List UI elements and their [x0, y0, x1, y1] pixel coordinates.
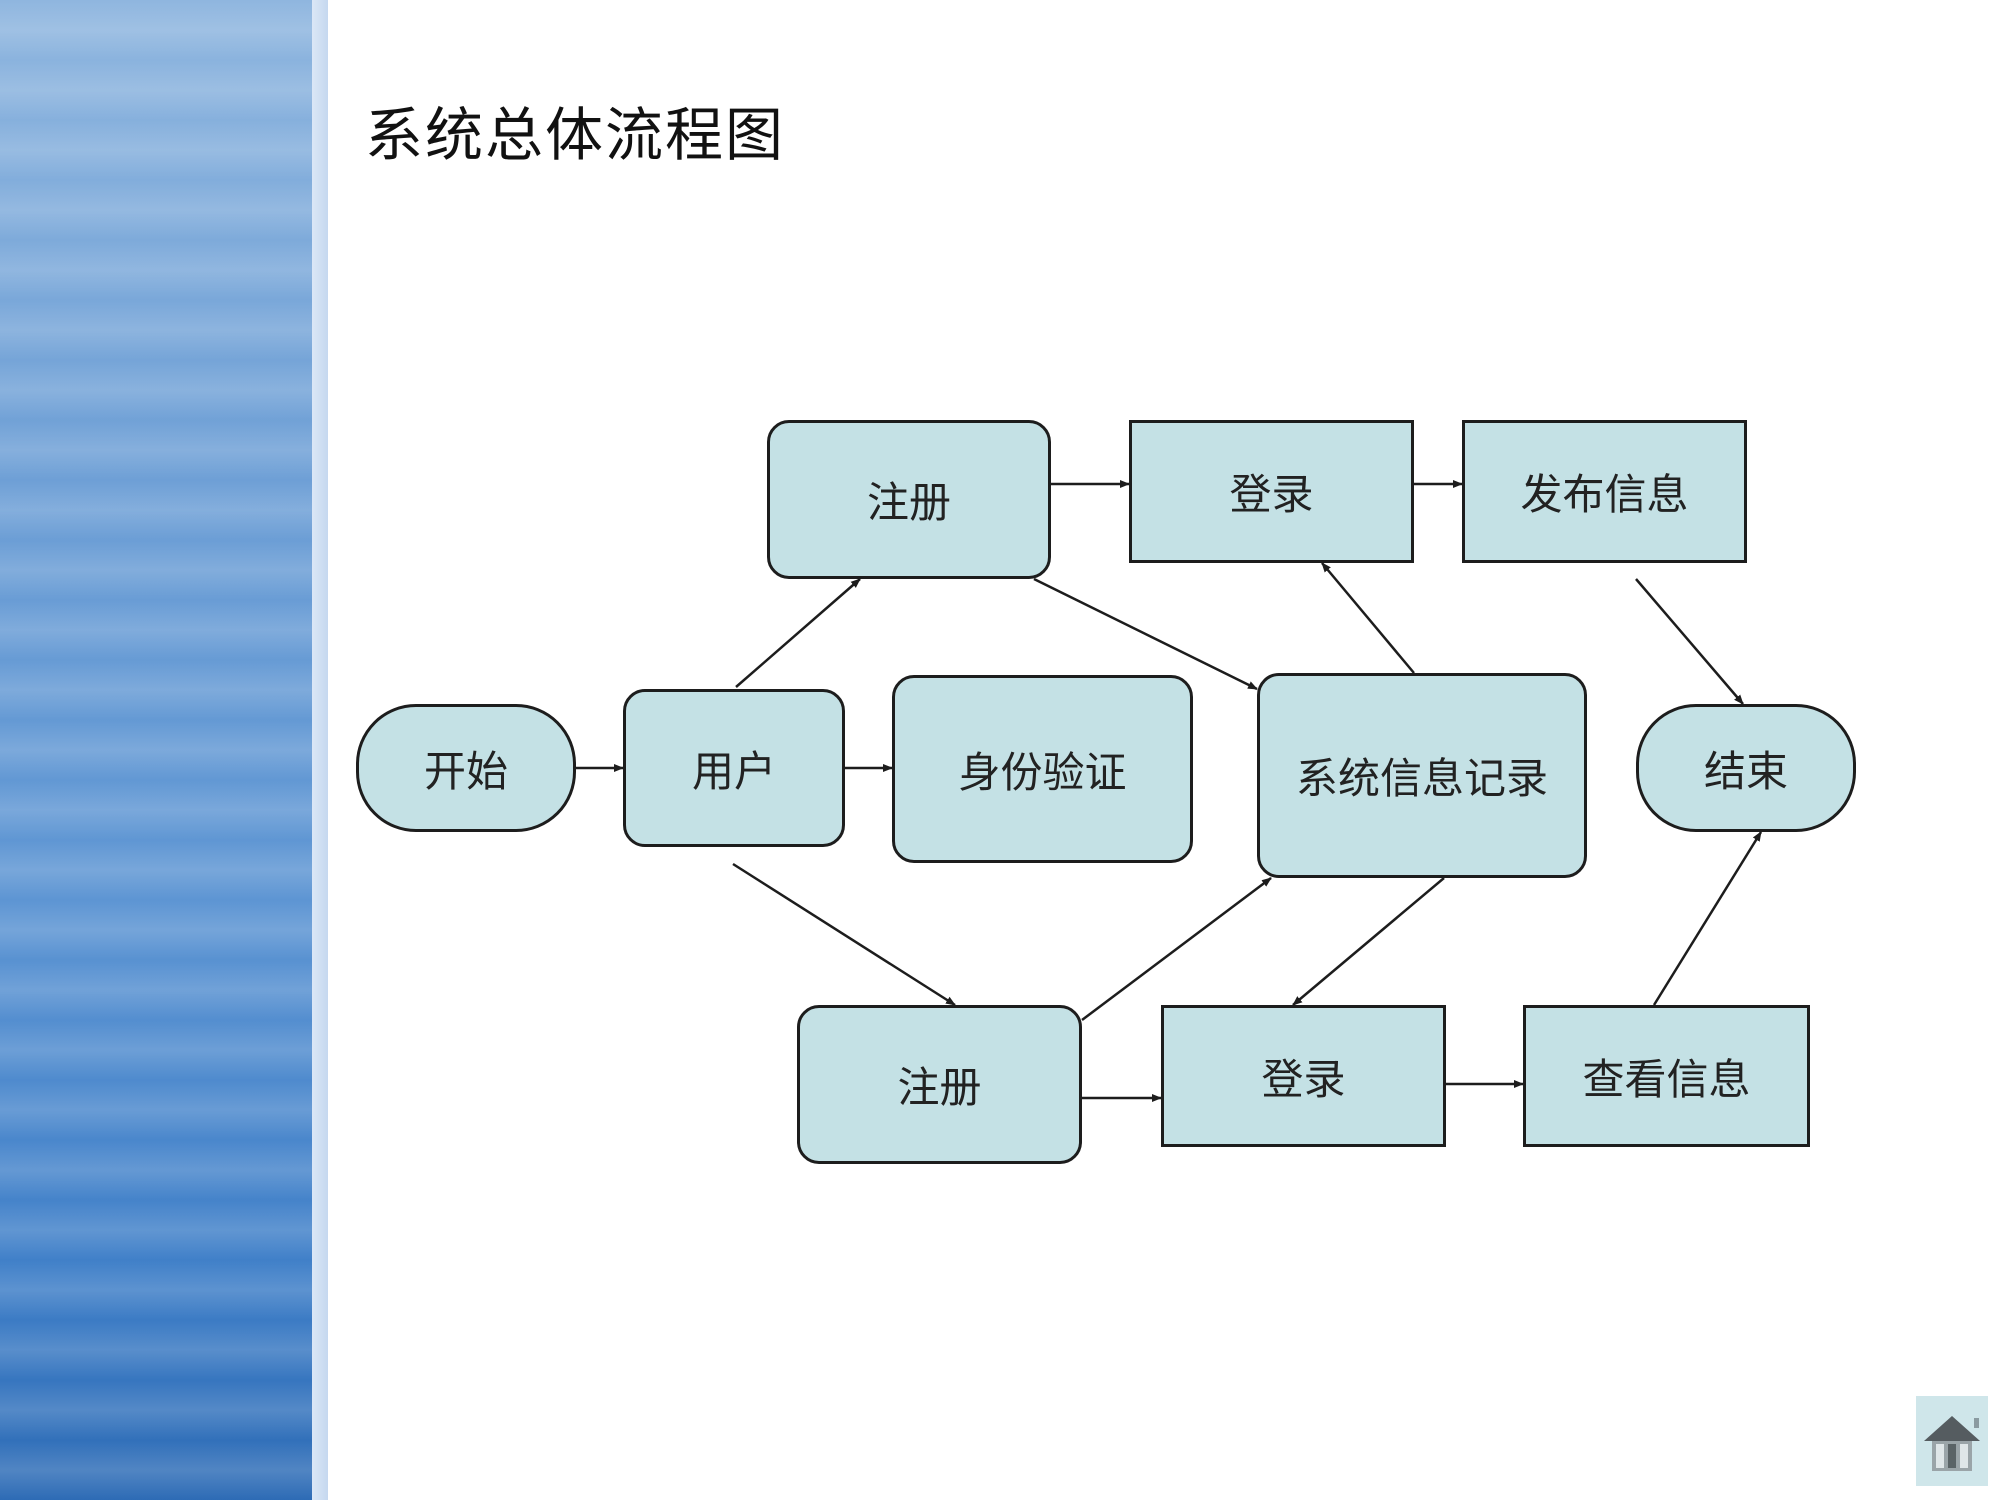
home-button[interactable]	[1916, 1396, 1988, 1486]
node-syslog: 系统信息记录	[1257, 673, 1587, 878]
arrow-publish-end	[1635, 578, 1744, 705]
node-auth: 身份验证	[892, 675, 1193, 863]
arrow-view-end	[1652, 831, 1763, 1006]
arrow-user-register-top	[735, 578, 861, 688]
node-publish: 发布信息	[1462, 420, 1747, 563]
node-end: 结束	[1636, 704, 1856, 832]
node-register-top: 注册	[767, 420, 1051, 579]
arrow-syslog-login-top	[1321, 562, 1415, 674]
node-register-bottom: 注册	[797, 1005, 1082, 1164]
arrow-register-top-syslog	[1033, 577, 1258, 691]
node-login-bottom: 登录	[1161, 1005, 1446, 1147]
node-start: 开始	[356, 704, 576, 832]
node-login-top: 登录	[1129, 420, 1414, 563]
slide-title: 系统总体流程图	[365, 101, 786, 169]
arrow-syslog-login-bottom	[1292, 877, 1445, 1006]
decorative-side-panel	[0, 0, 312, 1500]
node-view: 查看信息	[1523, 1005, 1810, 1147]
side-divider	[312, 0, 328, 1500]
node-user: 用户	[623, 689, 845, 847]
home-icon	[1924, 1416, 1980, 1471]
arrow-user-register-bottom	[732, 862, 956, 1007]
arrow-register-bottom-syslog	[1081, 877, 1272, 1021]
